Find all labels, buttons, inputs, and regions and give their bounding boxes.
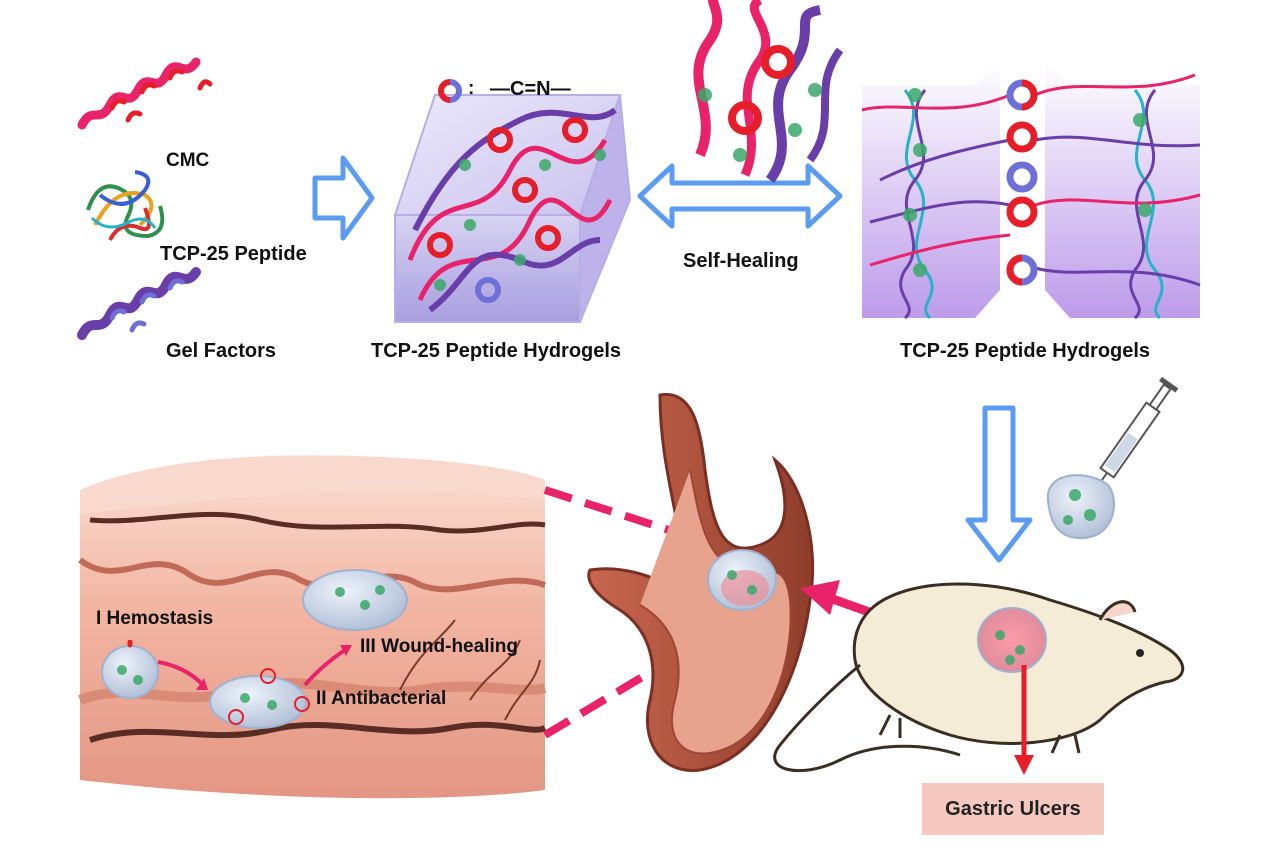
rat-illustration xyxy=(773,582,1184,773)
rat-hydrogel-site xyxy=(977,607,1047,673)
cmc-icon xyxy=(77,57,213,130)
step-hemostasis-label: I Hemostasis xyxy=(96,608,214,629)
self-healing-label: Self-Healing xyxy=(683,250,799,272)
tissue-block xyxy=(78,455,547,799)
hydrogel-cube xyxy=(393,94,632,323)
gastric-ulcers-label: Gastric Ulcers xyxy=(945,797,1081,820)
syringe-icon xyxy=(1089,376,1179,498)
right-arrow-icon xyxy=(312,155,375,241)
cmc-label: CMC xyxy=(166,150,210,171)
step-arrow-2 xyxy=(303,645,352,687)
gel-factors-icon xyxy=(77,267,201,340)
bond-colon-label: : xyxy=(468,78,475,99)
step-arrow-1 xyxy=(157,660,208,690)
step-antibacterial-label: II Antibacterial xyxy=(316,688,447,709)
step-wound-healing-label: III Wound-healing xyxy=(360,636,518,657)
peptide-structure-icon xyxy=(82,170,165,248)
hydrogels-right-label: TCP-25 Peptide Hydrogels xyxy=(900,340,1151,362)
imine-legend-icon xyxy=(438,79,462,103)
stomach-hydrogel-blob xyxy=(707,549,777,611)
gel-factors-label: Gel Factors xyxy=(166,340,277,362)
imine-bond-icon xyxy=(427,117,588,303)
hydrogel-droplet xyxy=(1046,474,1115,540)
hydrogels-left-label: TCP-25 Peptide Hydrogels xyxy=(371,340,622,362)
gastric-ulcers-box: Gastric Ulcers xyxy=(922,783,1104,835)
hydrogel-panels xyxy=(861,60,1201,320)
hydrogel-blob-hemostasis xyxy=(101,640,159,699)
hydrogel-blob-antibacterial xyxy=(209,668,310,729)
self-healing-strands xyxy=(693,0,844,183)
double-arrow-icon xyxy=(637,163,843,229)
bond-formula-label: —C=N— xyxy=(490,78,571,100)
tcp-peptide-label: TCP-25 Peptide xyxy=(160,243,307,265)
hydrogel-blob-healing xyxy=(302,569,408,631)
ulcer-arrow-icon xyxy=(1014,665,1034,775)
stomach-illustration xyxy=(587,392,815,772)
down-arrow-icon xyxy=(965,405,1033,563)
